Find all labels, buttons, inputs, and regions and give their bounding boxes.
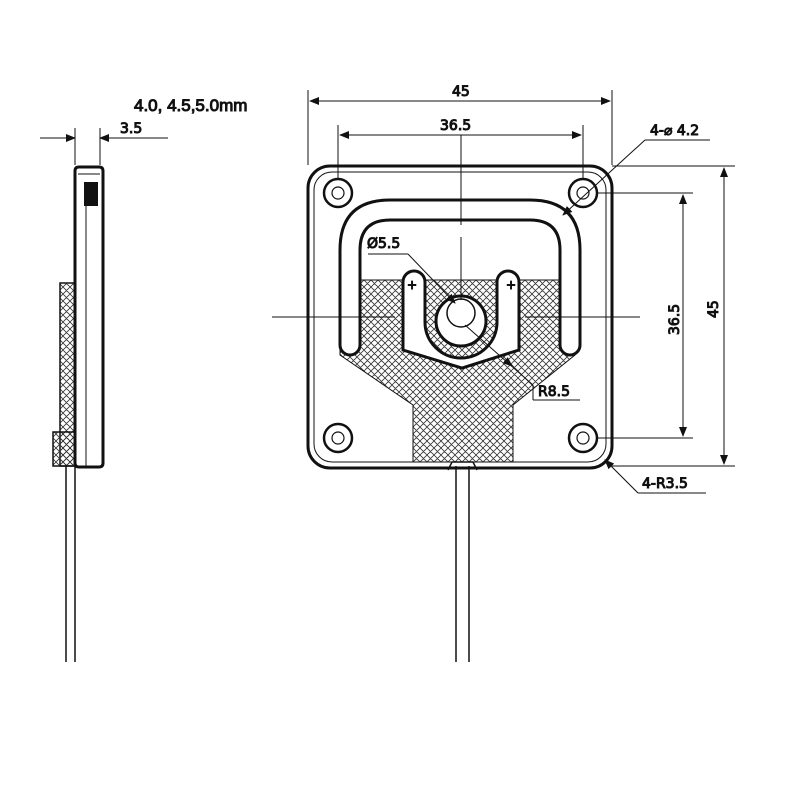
front-view: + + <box>272 135 640 662</box>
overall-height-dim: 45 <box>706 300 722 318</box>
thickness-options-label: 4.0, 4.5,5.0mm <box>134 96 247 115</box>
hole-spacing-height-dim: 36.5 <box>667 304 683 335</box>
corner-radius-callout: 4-R3.5 <box>642 476 688 492</box>
side-thickness-dim: 3.5 <box>120 121 142 137</box>
center-hole-diameter-callout: Ø5.5 <box>367 236 400 252</box>
inner-radius-callout: R8.5 <box>538 384 570 400</box>
mounting-hole-top-left <box>322 177 354 209</box>
mounting-holes-callout: 4-⌀ 4.2 <box>650 123 699 139</box>
mounting-hole-top-right <box>567 177 599 209</box>
mounting-hole-bottom-left <box>322 422 354 454</box>
dimensions: 45 36.5 45 36.5 4-⌀ 4.2 Ø5.5 R8.5 4 <box>307 84 735 494</box>
overall-width-dim: 45 <box>452 84 470 100</box>
polarity-plus-left: + <box>407 278 417 292</box>
hole-spacing-width-dim: 36.5 <box>440 118 471 134</box>
side-view: 4.0, 4.5,5.0mm 3.5 <box>40 96 248 662</box>
mounting-hole-bottom-right <box>567 422 599 454</box>
polarity-plus-right: + <box>506 278 516 292</box>
